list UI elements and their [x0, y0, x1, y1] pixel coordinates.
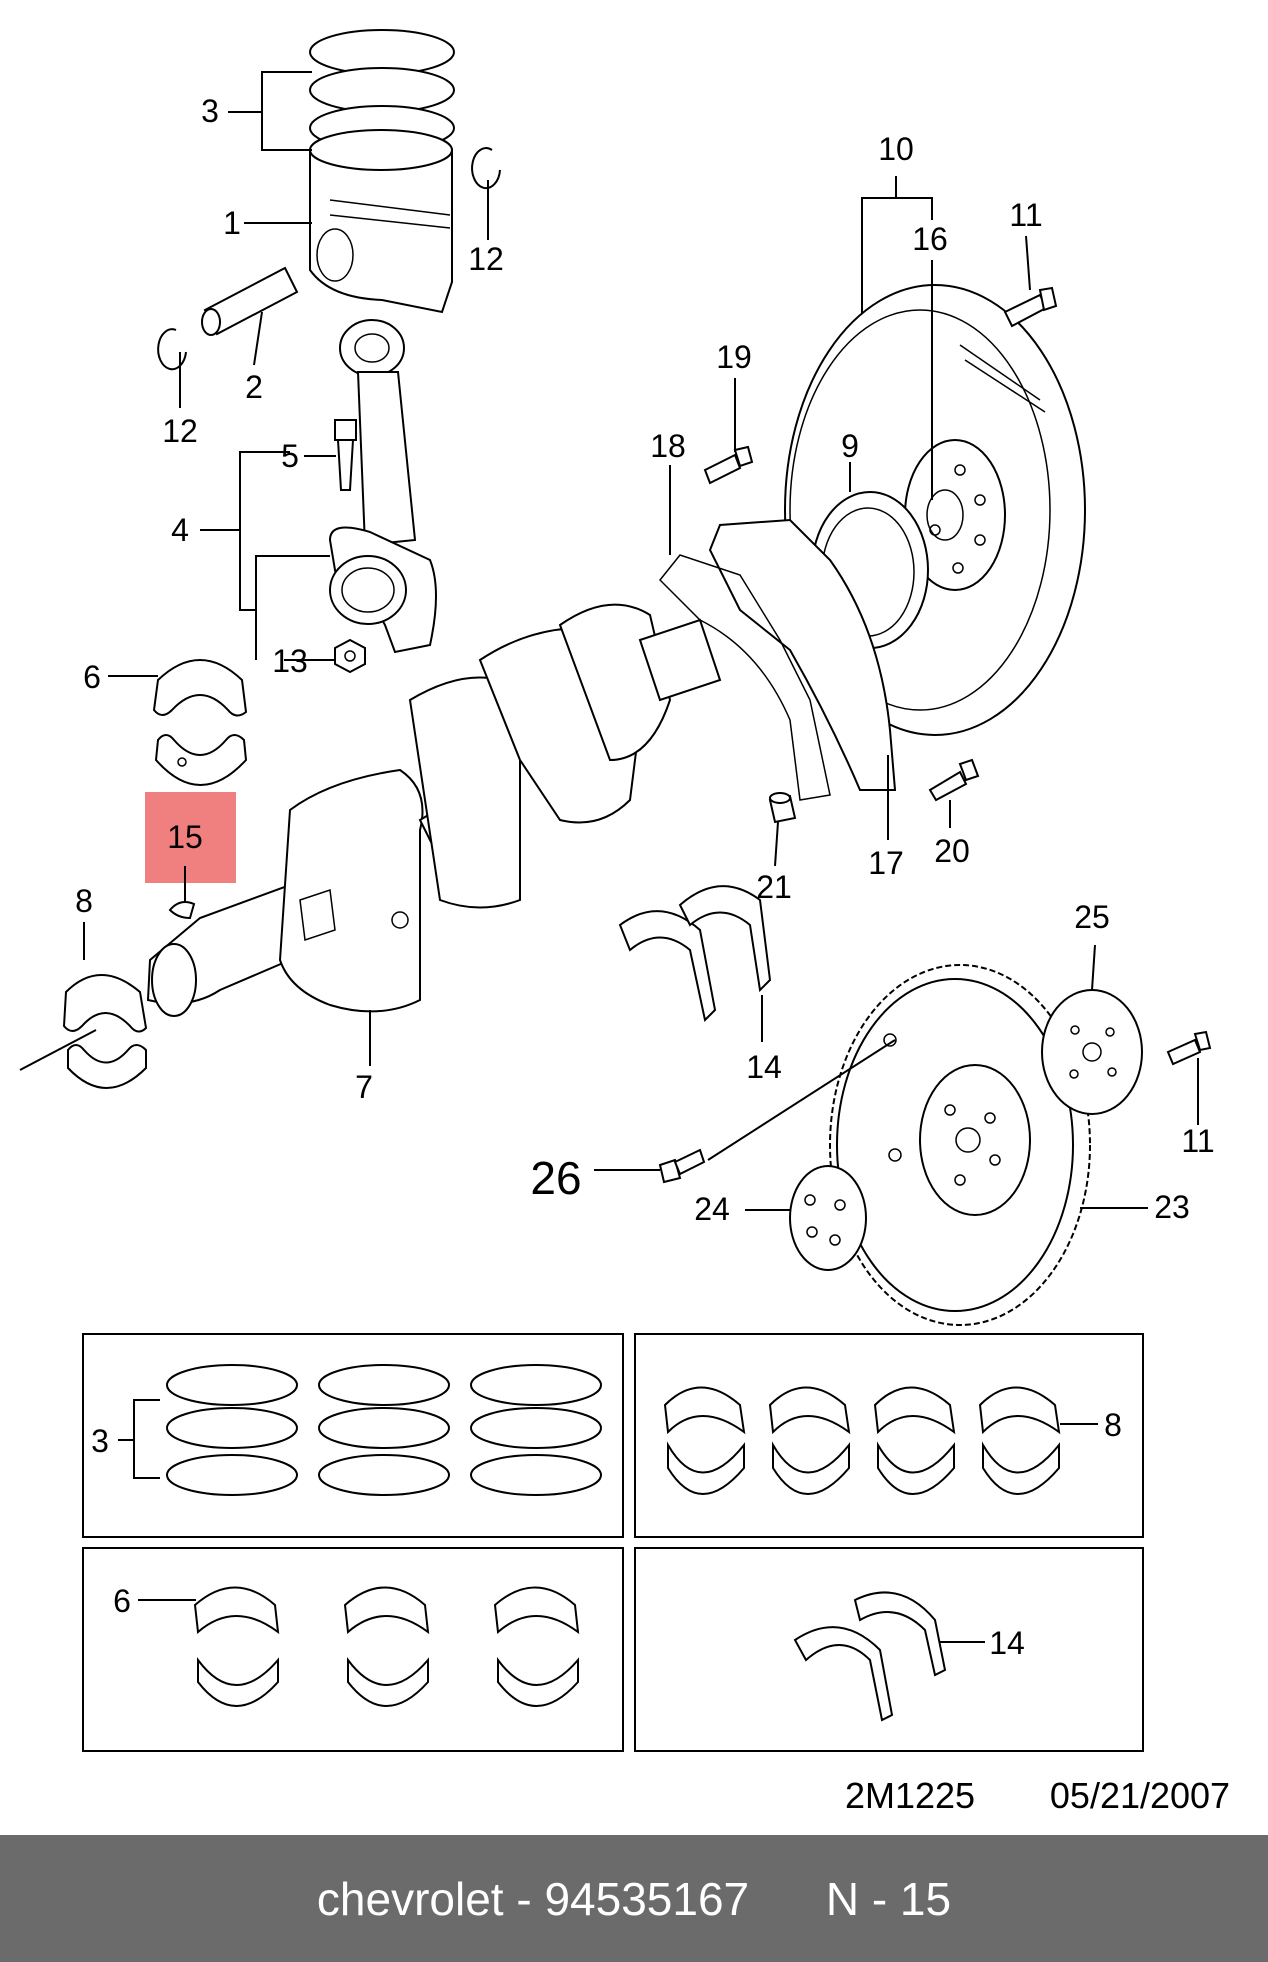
- snap-ring-lower: [157, 328, 187, 371]
- bolt-26: [658, 1148, 706, 1184]
- flywheel-bolt: [1003, 286, 1058, 328]
- kit-box-thrust-washers: 14: [634, 1547, 1144, 1752]
- label-6: 6: [83, 659, 101, 695]
- main-bearing-upper: [62, 974, 148, 1033]
- label-26: 26: [530, 1152, 581, 1204]
- label-14: 14: [746, 1049, 782, 1085]
- label-11: 11: [1009, 197, 1042, 233]
- diagram-code: 2M1225: [845, 1775, 975, 1816]
- retainer-bolt-20: [928, 758, 980, 802]
- parts-diagram: 3 1 12 2 12 5 4 13 6 15 8 7 10 16 11 19 …: [19, 29, 1230, 1816]
- label-18: 18: [650, 428, 686, 464]
- kit-box-rings: 3: [82, 1333, 624, 1538]
- label-10: 10: [878, 131, 914, 167]
- part-info-bar: chevrolet - 94535167 N - 15: [0, 1835, 1268, 1962]
- label-8: 8: [75, 883, 93, 919]
- kit-box-main-bearings: 8: [634, 1333, 1144, 1538]
- label-2: 2: [245, 369, 263, 405]
- highlight-box: [145, 792, 236, 883]
- main-bearing-lower: [67, 1044, 147, 1089]
- leader-lines: [83, 71, 1199, 1211]
- adapter-plate: [789, 1165, 867, 1271]
- label-19: 19: [716, 339, 752, 375]
- label-12: 12: [162, 413, 198, 449]
- woodruff-key: [168, 901, 196, 920]
- separator: -: [503, 1872, 545, 1925]
- label-3: 3: [201, 93, 219, 129]
- retainer-bolt-19: [703, 445, 754, 485]
- piston-rings: [309, 29, 455, 151]
- label-23: 23: [1154, 1189, 1190, 1225]
- label-16: 16: [912, 221, 948, 257]
- label-14: 14: [989, 1625, 1025, 1661]
- label-24: 24: [694, 1191, 730, 1227]
- drive-plate-bolt: [1166, 1030, 1212, 1066]
- label-4: 4: [171, 512, 189, 548]
- label-21: 21: [756, 869, 792, 905]
- label-20: 20: [934, 833, 970, 869]
- spacer-plate: [1041, 989, 1143, 1115]
- crankshaft: [146, 603, 722, 1017]
- rod-bearing-upper: [152, 659, 248, 717]
- rod-bolt: [334, 419, 357, 491]
- label-6: 6: [113, 1583, 131, 1619]
- drive-plate: [829, 964, 1091, 1326]
- position-number: 15: [899, 1872, 952, 1925]
- thrust-washer: [618, 885, 772, 1023]
- diagram-date: 05/21/2007: [1050, 1775, 1230, 1816]
- label-3: 3: [91, 1423, 109, 1459]
- label-1: 1: [223, 205, 241, 241]
- kit-box-rod-bearings: 6: [82, 1547, 624, 1752]
- piston-pin: [201, 266, 299, 336]
- label-9: 9: [841, 428, 859, 464]
- label-11: 11: [1181, 1123, 1214, 1159]
- piston: [309, 129, 453, 314]
- position-prefix: N -: [825, 1872, 900, 1925]
- rod-nut: [334, 638, 366, 674]
- snap-ring-upper: [471, 147, 501, 190]
- dowel-pin: [768, 792, 797, 824]
- label-15: 15: [167, 819, 203, 855]
- label-8: 8: [1104, 1407, 1122, 1443]
- label-13: 13: [272, 643, 308, 679]
- label-25: 25: [1074, 899, 1110, 935]
- callout-labels: 3 1 12 2 12 5 4 13 6 15 8 7 10 16 11 19 …: [75, 93, 1215, 1227]
- label-7: 7: [355, 1069, 373, 1105]
- part-number: 94535167: [544, 1872, 750, 1925]
- connecting-rod: [328, 319, 437, 654]
- label-12: 12: [468, 241, 504, 277]
- label-5: 5: [281, 438, 299, 474]
- seal-retainer: [658, 518, 897, 801]
- brand-name: chevrolet: [316, 1872, 504, 1925]
- rod-bearing-lower: [154, 734, 248, 786]
- label-17: 17: [868, 845, 904, 881]
- gap: [749, 1872, 826, 1926]
